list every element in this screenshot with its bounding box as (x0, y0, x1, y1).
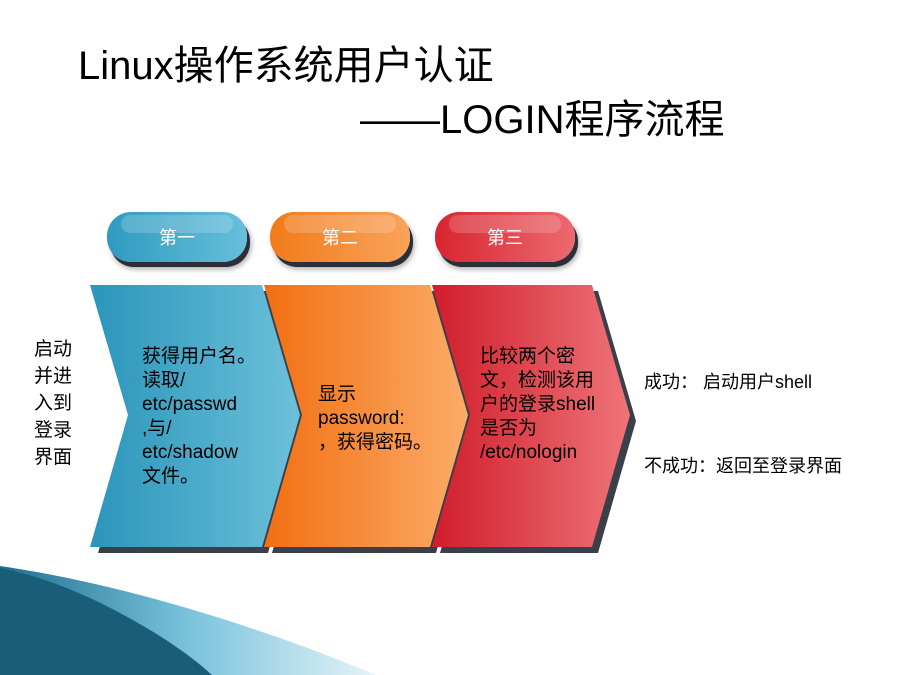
step-3-chevron (432, 285, 630, 547)
tab-step-1: 第一 (107, 212, 247, 262)
step-2-chevron (264, 285, 468, 547)
result-failure: 不成功：返回至登录界面 (644, 456, 842, 476)
title-line-1: Linux操作系统用户认证 (78, 44, 494, 88)
decorative-swoosh-dark (0, 568, 212, 675)
step-1-text: 获得用户名。读取/ etc/passwd ,与/ etc/shadow 文件。 (142, 346, 257, 487)
step-2-text: 显示 password: ，获得密码。 (318, 384, 433, 453)
title-line-2: ——LOGIN程序流程 (360, 98, 725, 142)
tab-step-2: 第二 (270, 212, 410, 262)
side-label: 启动并进入到登录界面 (34, 339, 73, 468)
tab-step-2-label: 第二 (322, 228, 358, 248)
step-3-text: 比较两个密文，检测该用户的登录shell 是否为 /etc/nologin (480, 346, 596, 463)
tab-step-3-label: 第三 (487, 228, 523, 248)
tab-step-3: 第三 (435, 212, 575, 262)
tab-step-1-label: 第一 (159, 228, 195, 248)
result-success: 成功： 启动用户shell (644, 372, 813, 392)
step-1-chevron (90, 285, 300, 547)
